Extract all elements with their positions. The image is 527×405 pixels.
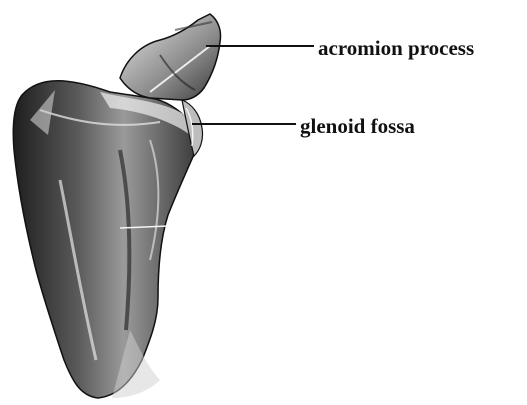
scapula-bone: [13, 81, 197, 398]
acromion-structure: [120, 14, 221, 100]
glenoid-fossa-label: glenoid fossa: [300, 116, 415, 137]
acromion-process-label: acromion process: [318, 38, 474, 59]
